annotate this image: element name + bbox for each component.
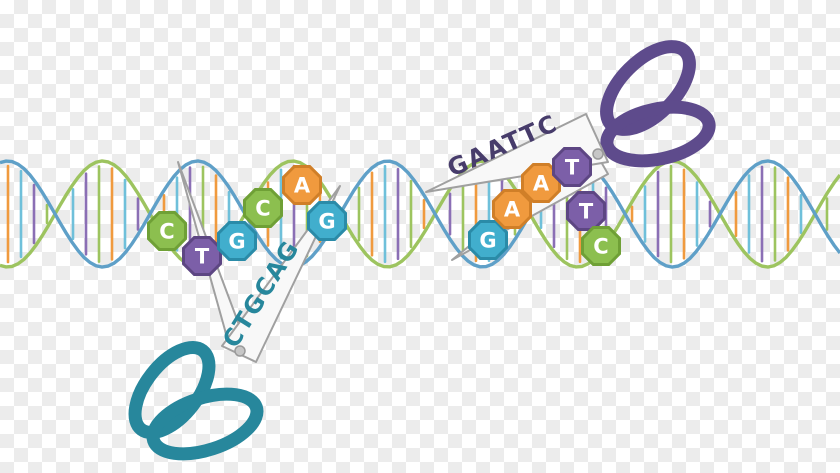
right-scissors-pivot-screw bbox=[592, 148, 604, 160]
base-letter: A bbox=[294, 174, 311, 198]
base-letter: G bbox=[228, 230, 245, 254]
left-scissors-handle-lower bbox=[146, 387, 264, 461]
base-letter: T bbox=[579, 200, 594, 224]
base-badge: C bbox=[243, 188, 283, 228]
left-scissors-pivot-screw bbox=[234, 345, 246, 357]
base-letter: G bbox=[318, 210, 335, 234]
right-scissors-blade-label bbox=[425, 113, 609, 193]
base-letter: C bbox=[255, 197, 270, 221]
base-badge: T bbox=[552, 147, 592, 187]
right-scissors-handle-lower bbox=[600, 100, 716, 168]
right-recognition-site: G A A T T C bbox=[468, 147, 621, 266]
base-letter: G bbox=[479, 229, 496, 253]
base-letter: T bbox=[565, 156, 580, 180]
base-letter: A bbox=[533, 172, 550, 196]
base-badge: C bbox=[147, 211, 187, 251]
base-badge: A bbox=[521, 163, 561, 203]
base-letter: T bbox=[195, 245, 210, 269]
left-recognition-site: C T G C A G bbox=[147, 165, 347, 276]
dna-helix bbox=[0, 159, 840, 269]
base-badge: G bbox=[217, 221, 257, 261]
base-badge: A bbox=[492, 189, 532, 229]
base-letter: A bbox=[504, 198, 521, 222]
dna-strand-blue bbox=[0, 159, 840, 269]
base-badge: G bbox=[468, 220, 508, 260]
base-badge: T bbox=[182, 236, 222, 276]
base-letter: C bbox=[593, 235, 608, 259]
dna-strand-green bbox=[0, 159, 840, 269]
base-badge: T bbox=[566, 191, 606, 231]
base-letter: C bbox=[159, 220, 174, 244]
base-badge: A bbox=[282, 165, 322, 205]
base-badge: C bbox=[581, 226, 621, 266]
base-badge: G bbox=[307, 201, 347, 241]
